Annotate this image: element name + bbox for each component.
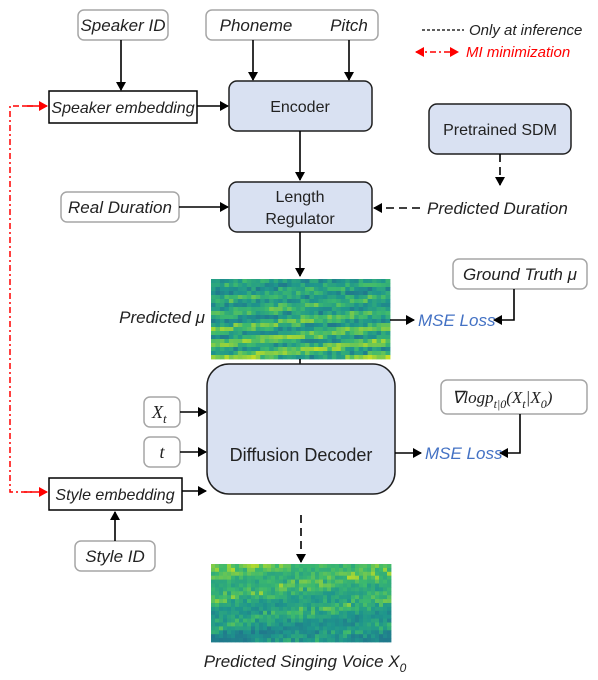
predicted-duration-label: Predicted Duration [427, 199, 568, 218]
style-embedding-label: Style embedding [55, 487, 174, 504]
length-regulator-label-line2: Regulator [265, 211, 335, 228]
legend-inference-label: Only at inference [469, 22, 582, 39]
pitch-label: Pitch [330, 16, 368, 35]
arrow-ground-truth-to-mse-loss [493, 289, 515, 325]
mi-minimization-path [9, 105, 33, 493]
ground-truth-label: Ground Truth μ [463, 265, 578, 284]
encoder-label: Encoder [270, 99, 330, 116]
predicted-mu-label: Predicted μ [119, 308, 206, 327]
xt-label: Xt [151, 402, 167, 426]
mse-loss-2-label: MSE Loss [425, 444, 503, 463]
predicted-singing-voice-spectrogram [211, 564, 392, 643]
speaker-embedding-box [48, 90, 198, 124]
legend: Only at inference MI minimization [415, 22, 582, 61]
length-regulator-label-line1: Length [276, 189, 325, 206]
diffusion-decoder-label: Diffusion Decoder [230, 445, 373, 465]
speaker-embedding-label: Speaker embedding [51, 100, 194, 117]
t-label: t [159, 442, 165, 462]
speaker-id-label: Speaker ID [80, 16, 165, 35]
phoneme-pitch-box [205, 9, 379, 41]
score-function-label: ∇logpt|0(Xt|X0) [452, 388, 553, 411]
score-function-box [440, 379, 588, 415]
predicted-singing-voice-label: Predicted Singing Voice X0 [204, 652, 407, 675]
diffusion-decoder-box [206, 363, 396, 495]
phoneme-label: Phoneme [220, 16, 293, 35]
predicted-mu-spectrogram [211, 279, 391, 360]
legend-mi-label: MI minimization [466, 44, 570, 61]
pretrained-sdm-label: Pretrained SDM [443, 122, 557, 139]
style-embedding-box [48, 477, 183, 511]
speaker-id-box [77, 9, 169, 41]
style-id-label: Style ID [85, 547, 145, 566]
arrow-score-to-mse-loss [499, 414, 521, 458]
mse-loss-1-label: MSE Loss [418, 311, 496, 330]
ground-truth-box [452, 258, 588, 290]
real-duration-label: Real Duration [68, 198, 172, 217]
